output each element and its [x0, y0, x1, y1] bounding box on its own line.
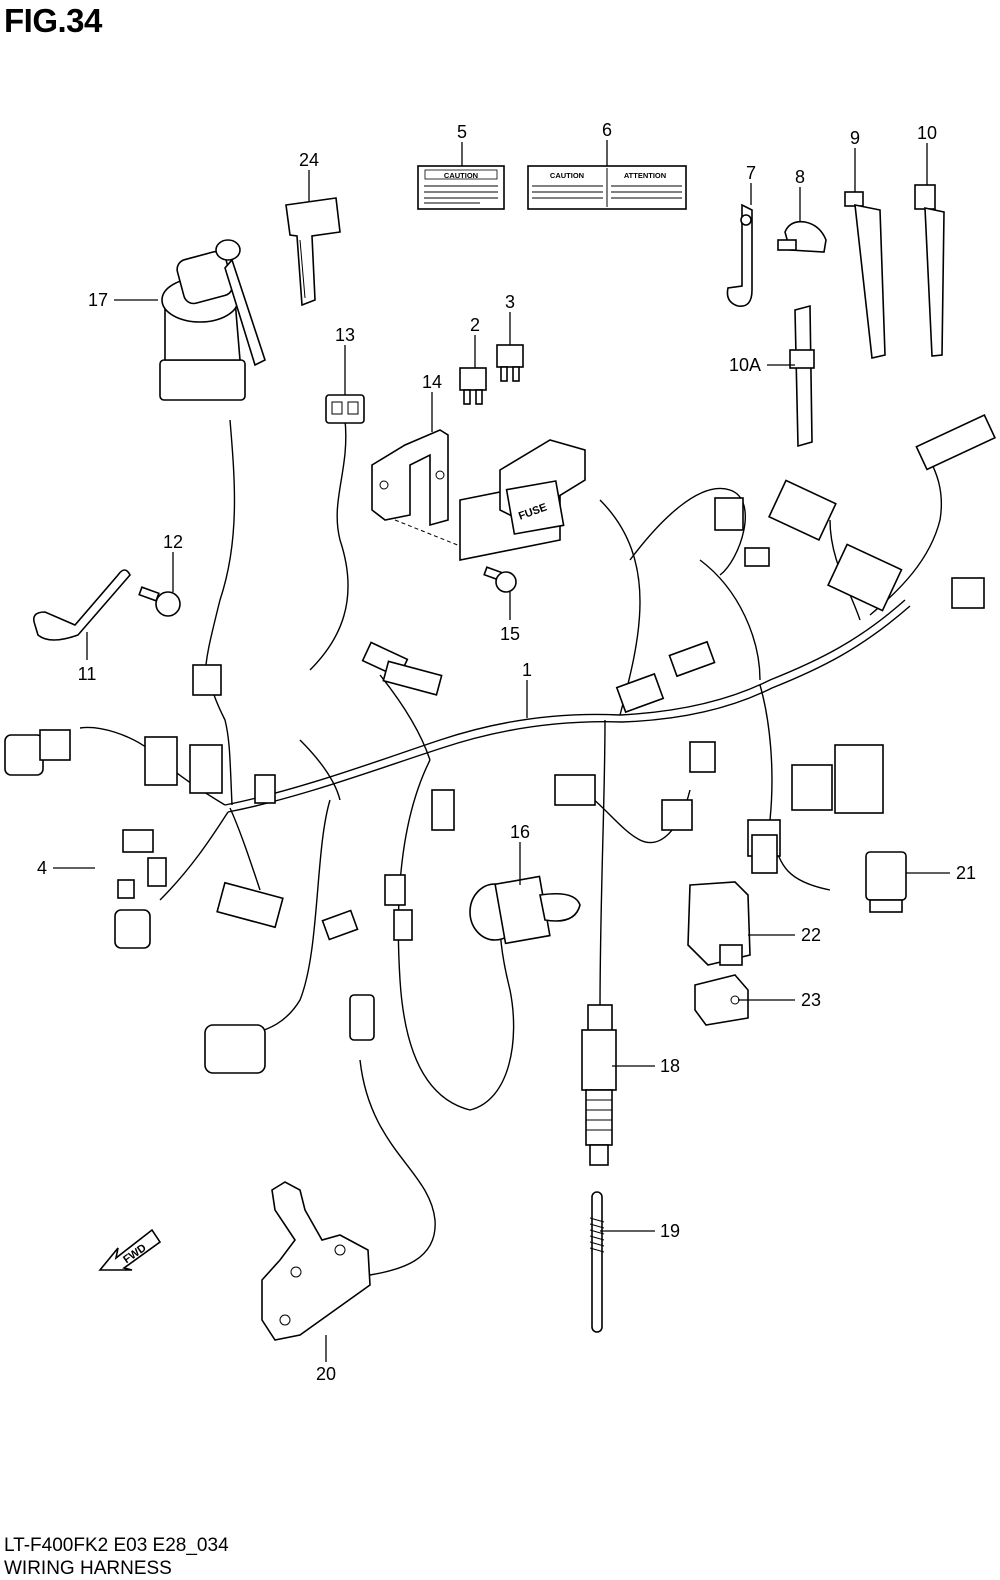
fuse-3 — [496, 344, 524, 382]
callout-23: 23 — [801, 990, 821, 1010]
clamp — [726, 203, 753, 307]
cable-tie-9 — [844, 191, 886, 359]
callout-10: 10 — [917, 123, 937, 143]
figure-title: FIG.34 — [4, 2, 102, 39]
callout-13: 13 — [335, 325, 355, 345]
sensor-16 — [469, 875, 581, 945]
forward-arrow-icon: FWD — [98, 1228, 162, 1271]
callout-numbers: 1 2 3 4 5 6 7 8 9 10 10A 11 12 13 14 15 … — [37, 120, 976, 1384]
caution-label-text: CAUTION — [444, 171, 478, 180]
callout-1: 1 — [522, 660, 532, 680]
callout-4: 4 — [37, 858, 47, 878]
callout-10a: 10A — [729, 355, 761, 375]
fuse-bracket — [371, 429, 471, 551]
cable-tie-10 — [914, 184, 945, 357]
callout-19: 19 — [660, 1221, 680, 1241]
harness-connectors — [4, 414, 996, 1074]
callout-16: 16 — [510, 822, 530, 842]
relay-21 — [865, 851, 907, 913]
callout-18: 18 — [660, 1056, 680, 1076]
fuse-box: FUSE — [459, 439, 586, 561]
sender-18 — [581, 1004, 617, 1166]
fuse-2 — [459, 367, 487, 405]
callout-6: 6 — [602, 120, 612, 140]
callout-7: 7 — [746, 163, 756, 183]
callout-12: 12 — [163, 532, 183, 552]
caution-label — [417, 165, 505, 210]
callout-21: 21 — [956, 863, 976, 883]
screw-15 — [483, 566, 517, 593]
callout-17: 17 — [88, 290, 108, 310]
caution-attention-label — [527, 165, 687, 210]
switch-20 — [261, 1181, 371, 1341]
band-10a — [789, 304, 815, 448]
callout-5: 5 — [457, 122, 467, 142]
model-code: LT-F400FK2 E03 E28_034 — [4, 1535, 229, 1556]
screw-12 — [138, 586, 181, 617]
callout-8: 8 — [795, 167, 805, 187]
callout-20: 20 — [316, 1364, 336, 1384]
figure-caption: WIRING HARNESS — [4, 1558, 172, 1579]
clamp-11 — [32, 569, 131, 641]
ignition-switch — [159, 239, 266, 401]
callout-24: 24 — [299, 150, 319, 170]
connector-13 — [325, 394, 365, 424]
callout-14: 14 — [422, 372, 442, 392]
clip — [777, 220, 827, 253]
callout-22: 22 — [801, 925, 821, 945]
callout-leaders — [53, 140, 950, 1362]
callout-3: 3 — [505, 292, 515, 312]
callout-2: 2 — [470, 315, 480, 335]
rod-19 — [589, 1191, 605, 1333]
key — [285, 197, 341, 307]
callout-15: 15 — [500, 624, 520, 644]
attention-label-text: ATTENTION — [624, 171, 666, 180]
cover-22 — [687, 881, 751, 966]
callout-11: 11 — [78, 664, 97, 684]
caution-label-text-6: CAUTION — [550, 171, 584, 180]
bracket-23 — [694, 974, 749, 1026]
callout-9: 9 — [850, 128, 860, 148]
